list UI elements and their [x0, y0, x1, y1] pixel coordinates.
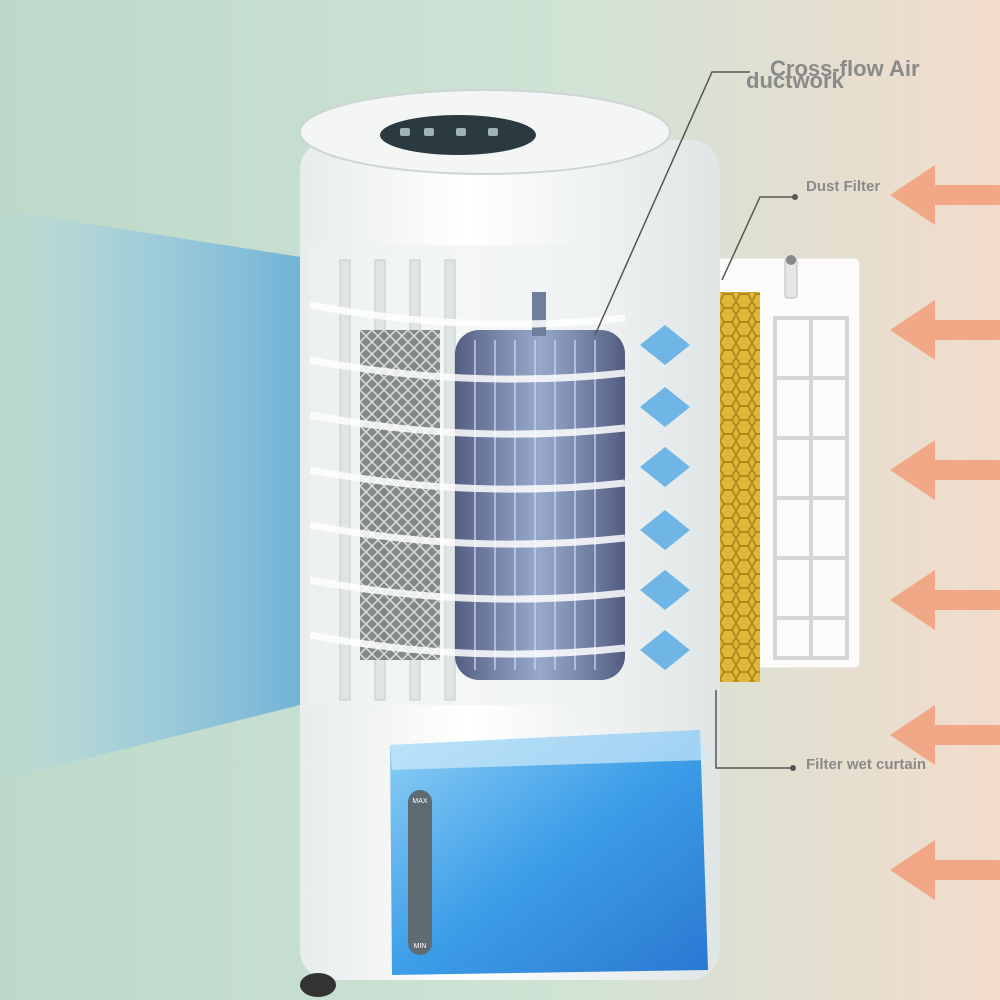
- airflow-chevrons: [640, 325, 690, 670]
- airway-label-line2: ductwork: [746, 68, 844, 93]
- dust-filter-label: Dust Filter: [806, 178, 881, 195]
- fan-shaft: [532, 292, 546, 336]
- min-label: MIN: [414, 943, 427, 950]
- water-level-window: [408, 790, 432, 955]
- warm-arrow-2: [890, 300, 1000, 360]
- timer-icon: [456, 128, 466, 136]
- airflow-arrow-4: [640, 510, 690, 550]
- leader-lines: [594, 71, 795, 769]
- warm-arrow-3: [890, 440, 1000, 500]
- top-panel: [299, 89, 671, 175]
- dust-filter-grid: [773, 316, 849, 660]
- airflow-arrow-1: [640, 325, 690, 365]
- warm-air-arrows: [890, 165, 1000, 900]
- crossflow-fan: [455, 292, 625, 680]
- airway-leader: [594, 71, 750, 336]
- warm-arrow-6: [890, 840, 1000, 900]
- caster-wheel: [300, 973, 336, 997]
- wet-curtain-leader: [715, 690, 793, 769]
- speed-icon: [488, 128, 498, 136]
- wet-curtain-label: Filter wet curtain: [806, 756, 927, 773]
- airflow-arrow-2: [640, 387, 690, 427]
- power-icon: [400, 128, 410, 136]
- airflow-arrow-5: [640, 570, 690, 610]
- max-label: MAX: [412, 798, 428, 805]
- cool-air-flow: [0, 210, 320, 780]
- dust-filter-leader: [721, 196, 795, 281]
- warm-arrow-1: [890, 165, 1000, 225]
- water-tank: MAX MIN: [390, 730, 708, 975]
- airway-label-line1: Cross-flow Air: [770, 56, 920, 81]
- warm-arrow-5: [890, 705, 1000, 765]
- horizontal-louvers: [309, 301, 626, 658]
- inner-mesh: [360, 330, 440, 660]
- warm-arrow-4: [890, 570, 1000, 630]
- display-icons: [400, 128, 498, 136]
- airflow-arrow-6: [640, 630, 690, 670]
- airflow-arrow-3: [640, 447, 690, 487]
- mode-icon: [424, 128, 434, 136]
